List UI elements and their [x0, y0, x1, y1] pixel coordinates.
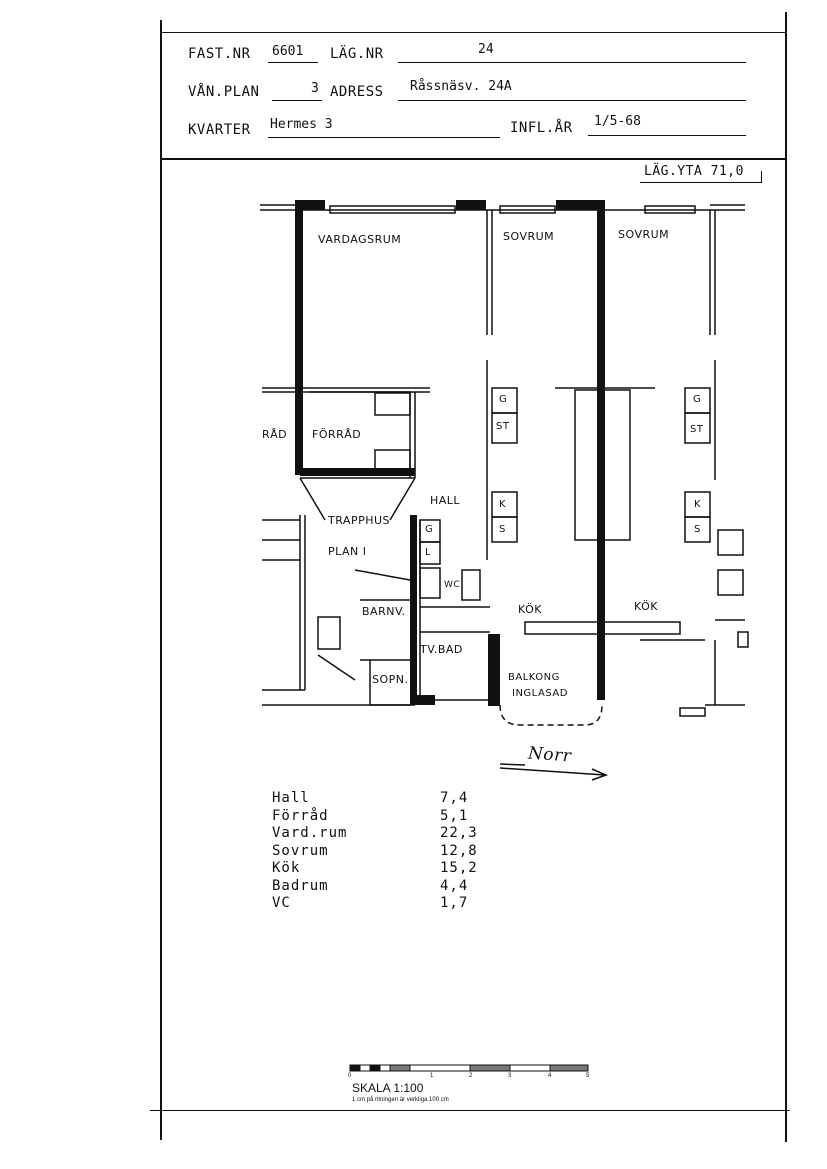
room-balkong-inglasad: INGLASAD [512, 688, 568, 699]
closet-k-2: K [694, 499, 702, 510]
room-hall: HALL [430, 494, 461, 507]
scale-tick-0: 0 [348, 1073, 352, 1079]
closet-g-2: G [693, 394, 702, 405]
closet-s-1: S [499, 524, 506, 535]
room-sovrum-1: SOVRUM [503, 230, 555, 243]
infl-ar-value: 1/5-68 [594, 114, 641, 129]
closet-st-2: ST [690, 424, 704, 435]
header-bottom-line [160, 158, 787, 160]
room-tv-bad: TV.BAD [420, 643, 463, 656]
van-plan-label: VÅN.PLAN [188, 84, 260, 100]
room-trapphus: TRAPPHUS [328, 514, 391, 527]
adress-label: ADRESS [330, 84, 384, 100]
room-barnv: BARNV. [362, 605, 406, 618]
adress-value: Råssnäsv. 24A [410, 79, 512, 94]
room-kok-1: KÖK [518, 603, 542, 616]
room-sovrum-2: SOVRUM [618, 228, 670, 241]
lag-nr-label: LÄG.NR [330, 46, 384, 62]
kvarter-value: Hermes 3 [270, 117, 333, 132]
closet-s-2: S [694, 524, 701, 535]
van-plan-value: 3 [311, 81, 319, 96]
room-kok-2: KÖK [634, 600, 658, 613]
kvarter-underline [268, 137, 500, 138]
kvarter-label: KVARTER [188, 122, 251, 138]
closet-st-1: ST [496, 421, 510, 432]
lag-nr-underline [398, 62, 746, 63]
room-sopn: SOPN. [372, 673, 409, 686]
room-wc: WC [444, 580, 461, 590]
infl-ar-label: INFL.ÅR [510, 120, 573, 136]
fast-nr-label: FAST.NR [188, 46, 251, 62]
room-vardagsrum: VARDAGSRUM [318, 233, 402, 246]
scale-tick-3: 3 [508, 1073, 512, 1079]
header-top-line [160, 32, 787, 33]
closet-k-1: K [499, 499, 507, 510]
adress-underline [398, 100, 746, 101]
van-plan-underline [272, 100, 322, 101]
scale-note: 1 cm på ritningen är verkliga 100 cm [352, 1097, 449, 1103]
closet-l-3: L [425, 547, 432, 558]
infl-ar-underline [588, 135, 746, 136]
fast-nr-underline [268, 62, 318, 63]
scale-tick-5: 5 [586, 1073, 590, 1079]
scale-label: SKALA 1:100 [352, 1081, 424, 1095]
room-forrad-left: RÅD [262, 428, 288, 441]
lag-yta-text: LÄG.YTA 71,0 [644, 164, 744, 179]
frame-left-line [160, 20, 162, 1140]
room-forrad: FÖRRÅD [312, 428, 362, 441]
closet-g-1: G [499, 394, 508, 405]
scale-bar [349, 1064, 589, 1072]
scale-tick-2: 2 [469, 1073, 473, 1079]
room-plan: PLAN I [328, 545, 367, 558]
fast-nr-value: 6601 [272, 44, 304, 59]
lag-yta-box: LÄG.YTA 71,0 [640, 163, 762, 183]
north-label: Norr [527, 743, 573, 767]
scale-tick-4: 4 [548, 1073, 552, 1079]
frame-right-line [785, 12, 787, 1142]
room-balkong: BALKONG [508, 672, 560, 683]
closet-g-3: G [425, 524, 434, 535]
scale-tick-1: 1 [430, 1073, 434, 1079]
frame-bottom-line [150, 1110, 790, 1111]
lag-nr-value: 24 [478, 42, 494, 57]
